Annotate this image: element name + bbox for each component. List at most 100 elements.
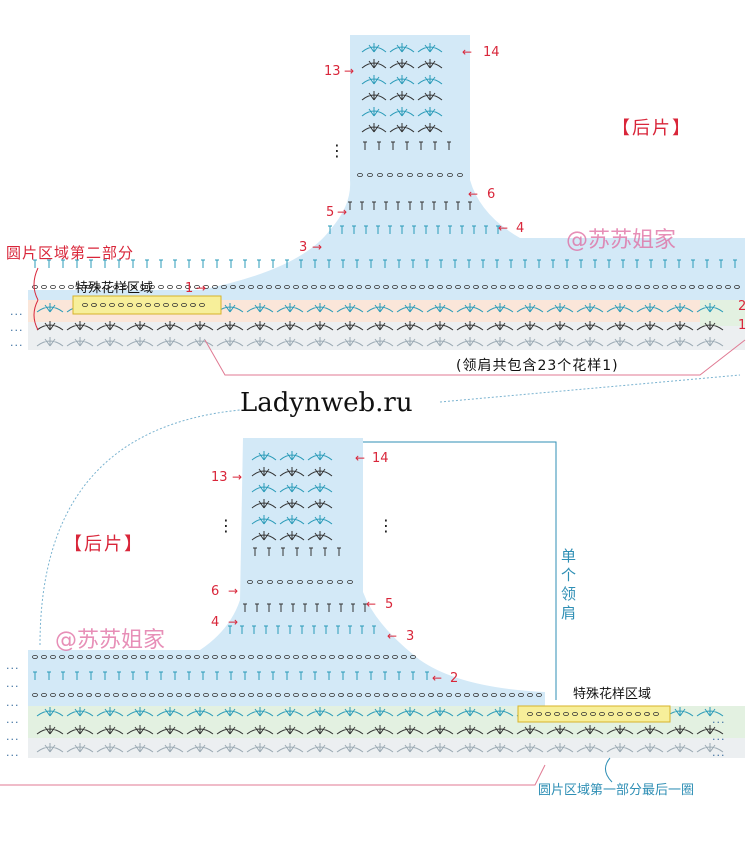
top-watermark: @苏苏姐家 <box>566 228 677 253</box>
top-shoulder-bracket <box>204 339 746 376</box>
bottom-section-title: 【后片】 <box>64 534 144 555</box>
bottom-side-label: 单个领肩 <box>559 548 577 624</box>
bottom-vdots-right: ⋮ <box>378 516 394 535</box>
bottom-row-label-13: 13 <box>211 470 228 485</box>
top-row-label-3: 3 <box>299 240 308 255</box>
bottom-chain-row <box>247 580 353 584</box>
bottom-arrow-13: → <box>232 470 243 484</box>
bottom-ellipsis-4: ... <box>6 713 20 726</box>
bottom-band-fans-2 <box>36 725 724 735</box>
bottom-fan-row-3 <box>251 499 333 509</box>
bottom-fan-row-0 <box>251 451 333 461</box>
top-band-fans-2 <box>36 321 724 331</box>
bottom-arrow-6: → <box>228 584 239 598</box>
bottom-arrow-5: ← <box>366 597 377 611</box>
bottom-region-bracket <box>0 764 546 786</box>
bottom-region-pointer <box>605 757 613 783</box>
top-band-fans-3 <box>36 337 724 347</box>
bottom-panel <box>28 438 545 706</box>
bottom-right-ellipsis-1: ... <box>712 713 726 726</box>
top-arrow-6: ← <box>468 187 479 201</box>
bottom-fan-row-5 <box>251 531 333 541</box>
top-arrow-5: → <box>337 205 348 219</box>
top-post-row-3 <box>328 225 500 234</box>
bottom-post-row-3 <box>228 625 376 634</box>
top-fan-row-4 <box>361 107 443 117</box>
top-vdots: ⋮ <box>329 141 345 160</box>
bottom-special-box-chains <box>527 712 659 716</box>
bottom-arrow-2: ← <box>432 671 443 685</box>
bottom-ellipsis-3: ... <box>6 696 20 709</box>
bottom-region-label: 圆片区域第一部分最后一圈 <box>538 783 695 798</box>
top-ellipsis-3: ... <box>10 336 24 349</box>
bottom-ellipsis-1: ... <box>6 659 20 672</box>
top-bracket <box>33 267 39 331</box>
top-right-row-label-2: 2 <box>738 299 747 314</box>
bottom-special-label: 特殊花样区域 <box>573 687 652 702</box>
bottom-post-row <box>253 547 341 556</box>
bottom-fan-row-2 <box>251 483 333 493</box>
bottom-arrow-3: ← <box>387 629 398 643</box>
bottom-watermark: @苏苏姐家 <box>55 628 166 653</box>
top-row-label-4: 4 <box>516 221 525 236</box>
top-arrow-3: → <box>312 240 323 254</box>
bottom-special-box <box>517 705 671 723</box>
bottom-arrow-14: ← <box>355 451 366 465</box>
bottom-arrow-4: → <box>228 615 239 629</box>
top-chain-row <box>357 173 463 177</box>
bottom-right-ellipsis-2: ... <box>712 730 726 743</box>
top-panel <box>28 35 745 300</box>
bottom-band-fans-3 <box>36 743 724 753</box>
top-fan-row-5 <box>361 123 443 133</box>
bottom-row-label-5: 5 <box>385 597 394 612</box>
top-fan-row-3 <box>361 91 443 101</box>
bottom-row-label-6: 6 <box>211 584 220 599</box>
bottom-row-label-4: 4 <box>211 615 220 630</box>
bottom-ellipsis-6: ... <box>6 746 20 759</box>
bottom-yoke-chains <box>32 655 416 659</box>
top-special-box <box>72 295 222 315</box>
top-yoke-chains <box>32 285 740 289</box>
top-fan-row-0 <box>361 43 443 53</box>
top-region-label: 圆片区域第二部分 <box>6 244 135 262</box>
bottom-ellipsis-5: ... <box>6 730 20 743</box>
top-shoulder-note: (领肩共包含23个花样1) <box>456 358 619 374</box>
top-post-row <box>363 141 451 150</box>
top-right-row-label-1: 1 <box>738 318 747 333</box>
bottom-row-label-14: 14 <box>372 451 389 466</box>
bottom-right-ellipsis-3: ... <box>712 746 726 759</box>
bottom-row-label-3: 3 <box>406 629 415 644</box>
top-row-label-14: 14 <box>483 45 500 60</box>
top-fan-row-2 <box>361 75 443 85</box>
connector-curve-left <box>39 409 241 646</box>
top-fan-row-1 <box>361 59 443 69</box>
top-row-label-13: 13 <box>324 64 341 79</box>
bottom-ellipsis-2: ... <box>6 677 20 690</box>
top-row-label-1: 1 <box>185 281 194 296</box>
bottom-fan-row-1 <box>251 467 333 477</box>
top-arrow-14: ← <box>462 45 473 59</box>
top-band-green <box>700 296 745 326</box>
connector-curve-right <box>439 374 741 403</box>
bottom-yoke-chains-2 <box>32 693 542 697</box>
top-ellipsis-2: ... <box>10 321 24 334</box>
bottom-post-row-2 <box>243 603 367 612</box>
top-post-row-2 <box>348 201 472 210</box>
top-yoke-posts-1 <box>33 259 737 268</box>
top-arrow-4: ← <box>498 221 509 235</box>
top-special-box-chains <box>82 303 205 307</box>
bottom-fan-row-4 <box>251 515 333 525</box>
top-arrow-1: → <box>196 281 207 295</box>
top-row-label-6: 6 <box>487 187 496 202</box>
bottom-row-label-2: 2 <box>450 671 459 686</box>
bottom-side-bracket <box>363 441 557 700</box>
top-section-title: 【后片】 <box>612 118 692 139</box>
top-special-label: 特殊花样区域 <box>75 281 154 296</box>
site-watermark: Ladynweb.ru <box>240 388 413 418</box>
top-ellipsis-1: ... <box>10 305 24 318</box>
top-arrow-13: → <box>344 64 355 78</box>
bottom-yoke-posts <box>33 671 429 680</box>
bottom-vdots-left: ⋮ <box>218 516 234 535</box>
